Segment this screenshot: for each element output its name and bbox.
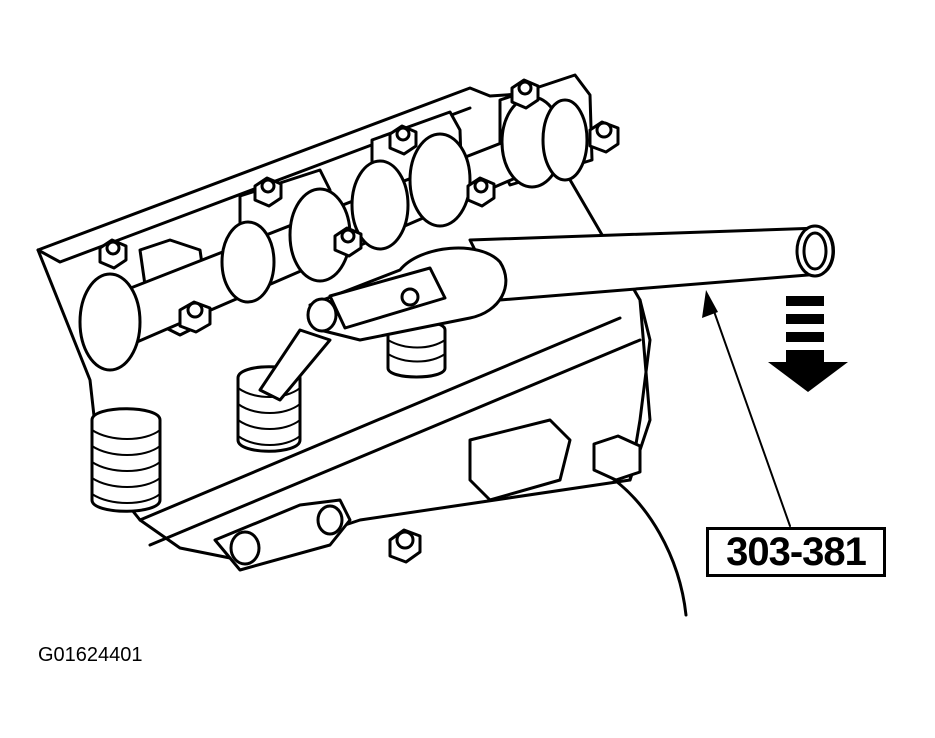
compressor-tool: [258, 224, 835, 402]
mounting-bosses: [213, 418, 572, 572]
tool-number-text: 303-381: [726, 529, 867, 574]
tool-number-label: 303-381: [706, 527, 886, 577]
callout-leader-arrow: [702, 290, 791, 527]
figure-code: G01624401: [38, 644, 143, 666]
downward-arrow-icon: [768, 296, 848, 392]
